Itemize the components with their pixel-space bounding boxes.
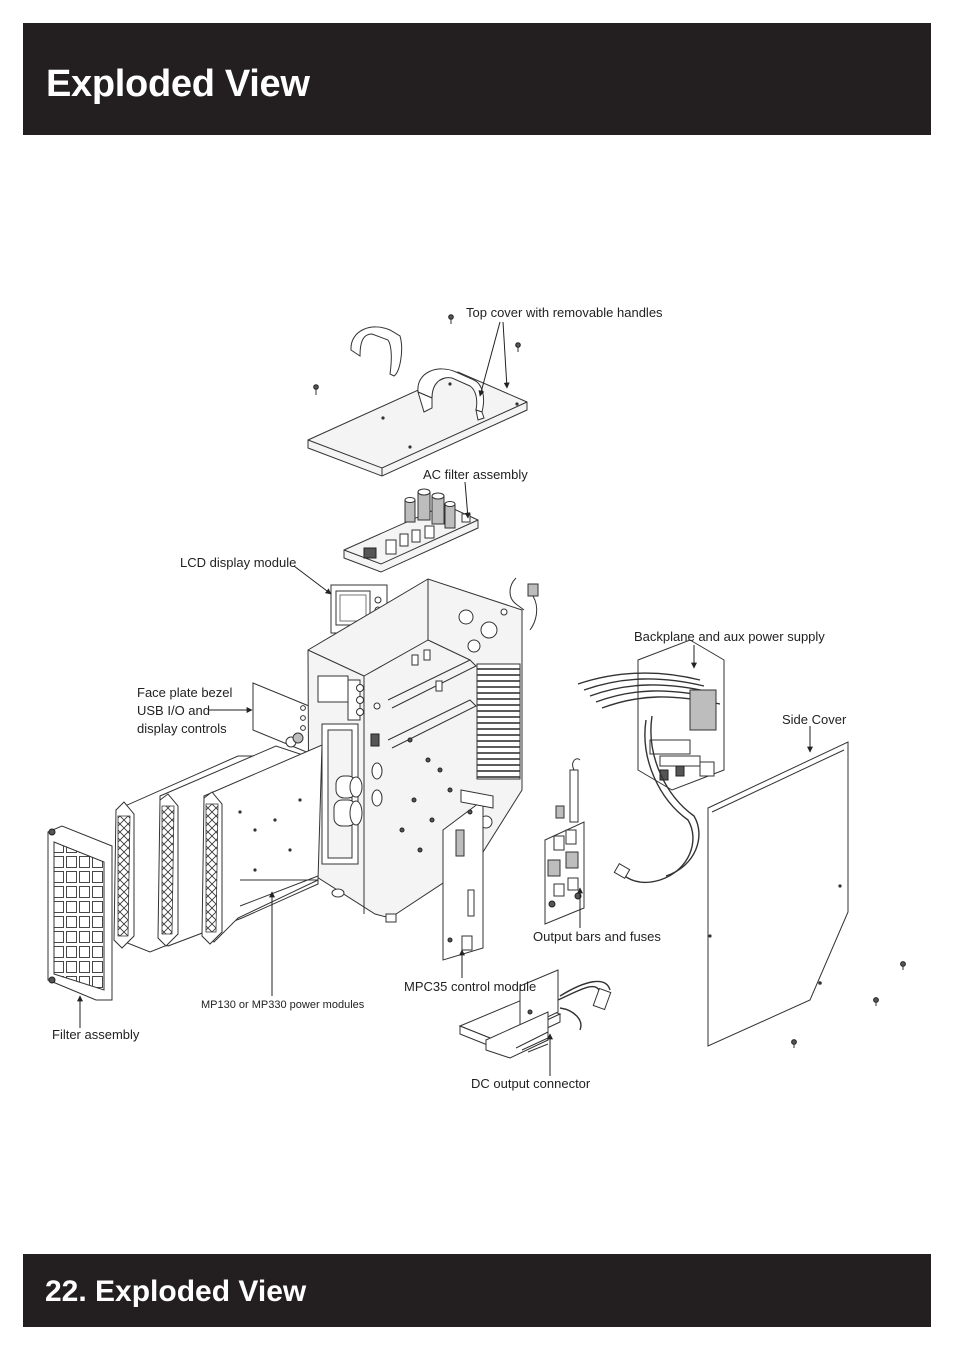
filter-assembly — [47, 825, 113, 1001]
label-output-bars: Output bars and fuses — [533, 929, 661, 944]
face-plate-bezel — [252, 682, 327, 761]
label-face-plate-line2: USB I/O and — [137, 703, 210, 718]
label-face-plate-line1: Face plate bezel — [137, 685, 233, 700]
power-modules — [113, 744, 323, 953]
dc-output-connector — [458, 969, 612, 1059]
top-cover — [307, 326, 528, 477]
backplane-aux-power-supply — [577, 639, 725, 884]
header-bar: Exploded View — [23, 23, 931, 135]
ac-filter-assembly — [343, 488, 479, 573]
side-cover-screws — [791, 961, 906, 1048]
label-top-cover: Top cover with removable handles — [466, 305, 663, 320]
callout-arrows — [77, 321, 813, 1076]
handle-left — [350, 326, 403, 377]
label-side-cover: Side Cover — [782, 712, 847, 727]
footer-bar: 22. Exploded View — [23, 1254, 931, 1327]
output-bars-and-fuses — [544, 758, 585, 925]
label-mpc35: MPC35 control module — [404, 979, 536, 994]
label-ac-filter: AC filter assembly — [423, 467, 528, 482]
page-title: Exploded View — [46, 63, 310, 105]
label-backplane: Backplane and aux power supply — [634, 629, 825, 644]
mpc35-control-module — [442, 789, 494, 961]
label-lcd-display: LCD display module — [180, 555, 296, 570]
cover-screws — [313, 314, 521, 395]
label-face-plate-line3: display controls — [137, 721, 227, 736]
label-power-modules: MP130 or MP330 power modules — [201, 999, 365, 1011]
label-dc-output: DC output connector — [471, 1076, 591, 1091]
side-cover — [707, 741, 849, 1047]
section-title: 22. Exploded View — [45, 1275, 307, 1308]
label-filter-assembly: Filter assembly — [52, 1027, 140, 1042]
main-chassis — [307, 577, 539, 923]
